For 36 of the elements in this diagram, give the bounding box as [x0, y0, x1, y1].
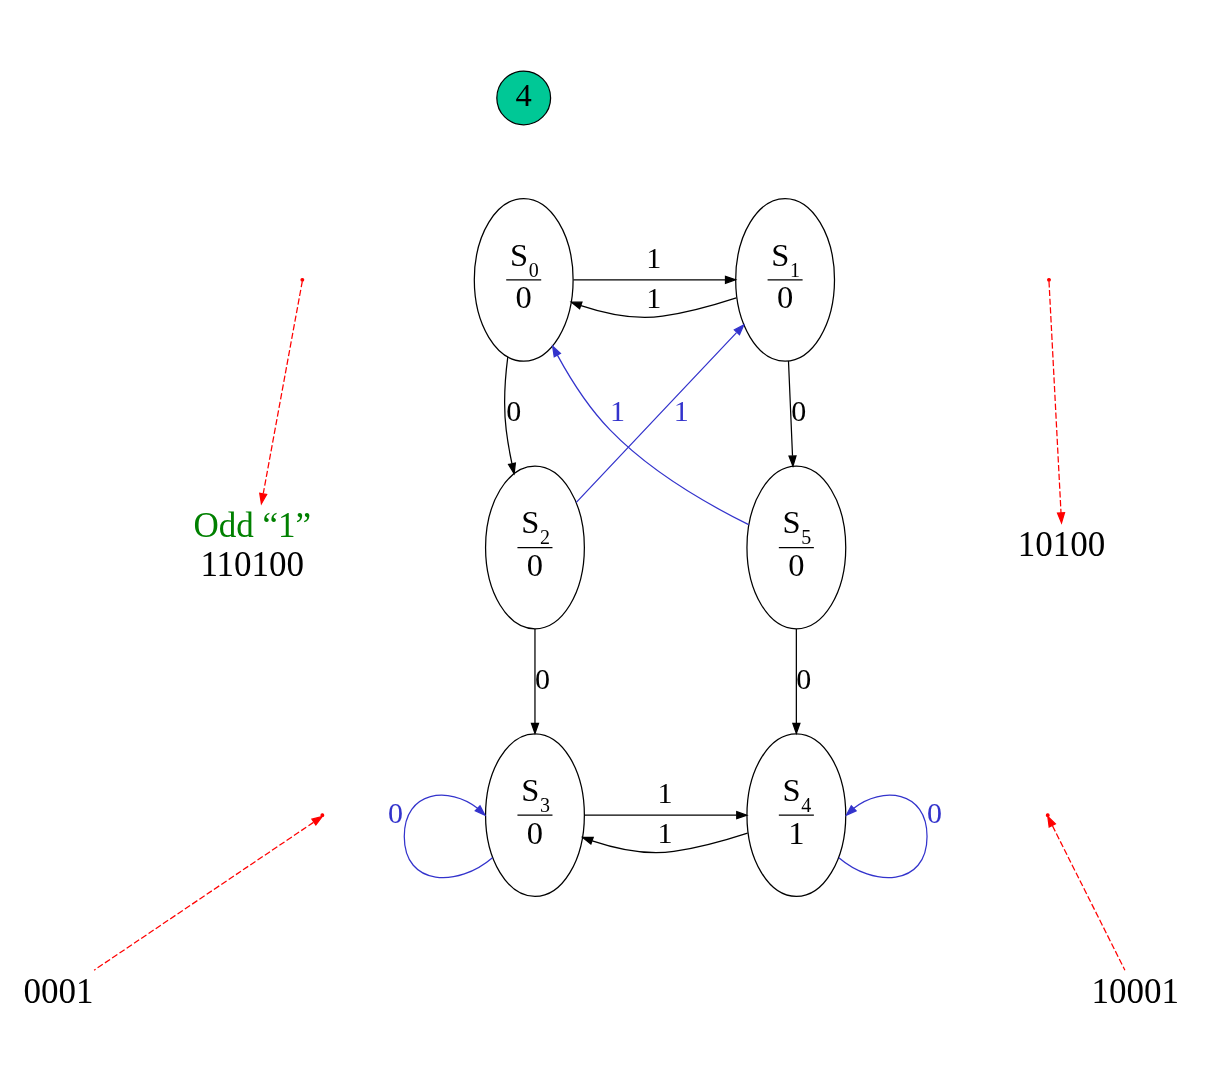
arrow [791, 628, 801, 736]
arrow [530, 628, 540, 736]
edge-label: 1 [657, 775, 673, 809]
node-ellipse: S$_{4}$ 1 [746, 733, 847, 898]
arrow [259, 280, 303, 506]
edge-label: 0 [506, 394, 522, 428]
node-text: 10100 [1017, 525, 1106, 565]
arrow [569, 297, 737, 318]
arrow [1048, 280, 1066, 525]
arrow [1046, 814, 1126, 971]
arrow [584, 810, 749, 820]
arrow [575, 323, 746, 504]
node-ellipse: S$_{3}$ 0 [484, 733, 585, 898]
arrow [572, 275, 738, 285]
arrow [787, 360, 797, 468]
node-circle: 4 [496, 70, 552, 126]
edge-label: 0 [927, 795, 943, 829]
arrow [580, 832, 749, 854]
edge-label: 0 [796, 662, 812, 696]
node-text: 10001 [1091, 972, 1180, 1012]
edge-label: 1 [673, 394, 689, 428]
edge-label: 1 [610, 394, 625, 428]
edge-label: 1 [646, 240, 662, 274]
edge-label: 0 [534, 662, 550, 696]
edge-label: 1 [646, 280, 662, 314]
node-text: 0001 [23, 972, 94, 1012]
node-ellipse: S$_{2}$ 0 [484, 465, 585, 630]
node-label: Odd “1” [193, 505, 312, 545]
edge-label: 0 [388, 795, 404, 829]
arrow [504, 356, 517, 476]
edge-label: 0 [791, 394, 807, 428]
edge-label: 1 [657, 815, 673, 849]
node-ellipse: S$_{0}$ 0 [473, 197, 574, 362]
arrow [551, 344, 750, 526]
node-text: 110100 [200, 544, 305, 584]
node-ellipse: S$_{5}$ 0 [746, 465, 847, 630]
